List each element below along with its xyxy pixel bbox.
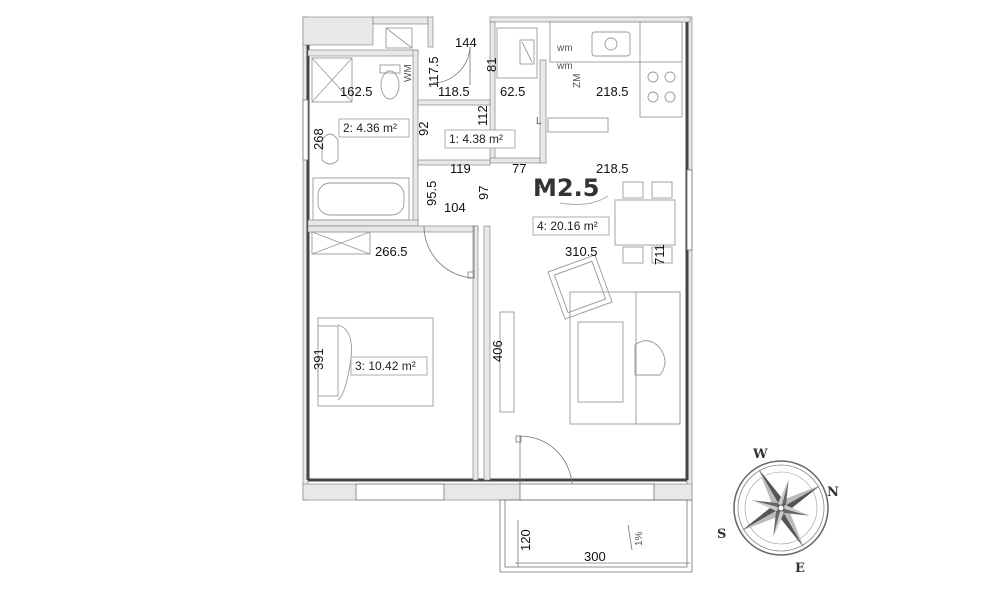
label-wm-1: wm [556, 43, 573, 54]
kitchen [547, 21, 683, 133]
room-4-label: 4: 20.16 m² [537, 219, 598, 233]
dim-81: 81 [484, 58, 499, 72]
dim-266-5: 266.5 [375, 244, 408, 259]
dim-112: 112 [475, 105, 490, 126]
room-2-label: 2: 4.36 m² [343, 121, 397, 135]
dim-77: 77 [512, 161, 526, 176]
dim-162-5: 162.5 [340, 84, 373, 99]
dim-118-5: 118.5 [438, 84, 470, 99]
compass-w: W [752, 447, 768, 462]
apartment-title: M2.5 [533, 174, 599, 202]
label-l-2: L [536, 116, 542, 127]
dining-set [614, 181, 676, 264]
dim-62-5: 62.5 [500, 84, 525, 99]
compass-icon: N E S W [717, 447, 839, 576]
room-1-label: 1: 4.38 m² [449, 132, 503, 146]
dim-119: 119 [450, 161, 471, 176]
label-slope: 1% [634, 531, 645, 546]
door-swings [423, 46, 573, 485]
compass-e: E [795, 561, 805, 576]
living-furniture [499, 254, 681, 425]
label-wm-2: wm [556, 61, 573, 72]
dim-144: 144 [455, 35, 477, 50]
dim-391: 391 [311, 348, 326, 370]
compass-n: N [827, 485, 839, 500]
dim-97: 97 [476, 186, 491, 200]
bed [317, 317, 434, 407]
dim-218-5-top: 218.5 [596, 84, 629, 99]
interior-walls [307, 21, 547, 481]
room-3-label: 3: 10.42 m² [355, 359, 416, 373]
dim-310-5: 310.5 [565, 244, 598, 259]
dim-300: 300 [584, 549, 606, 564]
balcony [499, 499, 693, 573]
compass-s: S [717, 527, 726, 542]
dim-711: 711 [652, 244, 667, 265]
label-wm-3: WM [403, 64, 414, 82]
dim-117-5: 117.5 [426, 56, 441, 88]
dim-92: 92 [416, 122, 431, 136]
dim-268: 268 [311, 128, 326, 150]
dim-95-5: 95.5 [424, 181, 439, 206]
dimension-labels: 144 81 117.5 162.5 118.5 62.5 218.5 268 … [311, 35, 667, 564]
dim-120: 120 [518, 529, 533, 551]
fixture-labels: wm wm ZM WM L L 1% [403, 43, 645, 546]
label-zm: ZM [572, 74, 583, 88]
dim-218-5-mid: 218.5 [596, 161, 629, 176]
label-l-1: L [537, 180, 543, 191]
bathroom-fixtures [311, 27, 538, 221]
dim-104: 104 [444, 200, 466, 215]
room-labels: 2: 4.36 m² 1: 4.38 m² 3: 10.42 m² 4: 20.… [338, 118, 610, 376]
hall-wardrobe [311, 231, 371, 255]
dim-406: 406 [490, 340, 505, 362]
